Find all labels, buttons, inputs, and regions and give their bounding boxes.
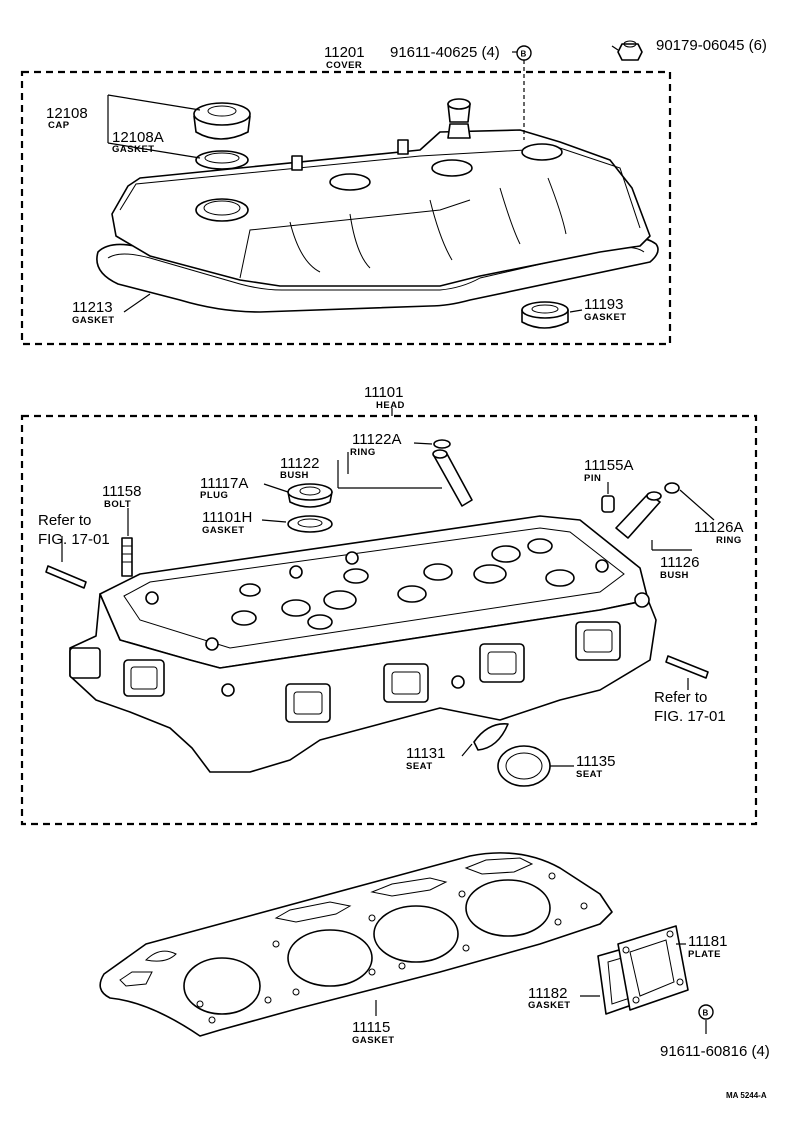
label-11193-number: 11193 [584,296,624,313]
stud-bolt [121,537,133,577]
right-stud [665,655,709,679]
label-11201-number: 11201 [324,44,365,61]
b-mark-icon: B [516,45,532,61]
label-12108-name: CAP [48,120,70,131]
label-11131-name: SEAT [406,761,433,772]
label-11155A-number: 11155A [584,457,634,474]
dowel-pin [601,495,615,513]
valve-seat-large [497,745,551,787]
label-11122A-number: 11122A [352,431,402,448]
diagram-code: MA 5244-A [726,1091,767,1100]
oil-filler-cap [193,102,251,140]
refer-right-line2: FIG. 17-01 [654,708,726,725]
label-11126-number: 11126 [660,554,700,571]
plate-bolt-icon: B [698,1004,714,1020]
cap-gasket [195,150,249,170]
label-11122-number: 11122 [280,455,320,472]
refer-left-line2: FIG. 17-01 [38,531,110,548]
label-11126-name: BUSH [660,570,689,581]
valve-seat-small [473,723,509,751]
plate-bolt-mark: B [703,1009,709,1018]
label-12108A-number: 12108A [112,129,164,146]
cylinder-head-cover [96,129,659,313]
label-11158-number: 11158 [102,483,142,500]
label-12108-number: 12108 [46,105,88,122]
label-11131-number: 11131 [406,745,446,762]
cover-group-box [20,70,672,346]
label-11117A-name: PLUG [200,490,228,501]
label-11182-number: 11182 [528,985,568,1002]
label-11126A-number: 11126A [694,519,744,536]
cylinder-head [69,515,657,773]
left-stud [45,565,87,589]
label-11115-number: 11115 [352,1019,390,1036]
head-gasket [99,852,613,1037]
label-12108A-name: GASKET [112,144,155,155]
label-11101H-name: GASKET [202,525,245,536]
label-11201-name: COVER [326,60,362,71]
refer-right-line1: Refer to [654,689,707,706]
valve-guide-ring [433,439,451,449]
label-11181-number: 11181 [688,933,728,950]
label-11155A-name: PIN [584,473,601,484]
label-11193-name: GASKET [584,312,627,323]
label-11101-name: HEAD [376,400,405,411]
label-11181-name: PLATE [688,949,721,960]
plug-gasket [287,515,333,533]
label-11101-number: 11101 [364,384,404,401]
label-91611-40625-number: 91611-40625 (4) [390,44,500,61]
head-plug [287,483,333,508]
label-90179-number: 90179-06045 (6) [656,37,767,54]
ring-11126A [664,482,680,494]
label-11135-name: SEAT [576,769,603,780]
label-11158-name: BOLT [104,499,131,510]
refer-left-line1: Refer to [38,512,91,529]
plug-hole-gasket [521,301,569,329]
bush-11126 [615,491,662,539]
label-11122A-name: RING [350,447,376,458]
label-91611-60816-number: 91611-60816 (4) [660,1043,770,1060]
label-11122-name: BUSH [280,470,309,481]
label-11117A-number: 11117A [200,475,248,492]
valve-guide-bush [432,449,473,507]
label-11182-name: GASKET [528,1000,571,1011]
label-11126A-name: RING [716,535,742,546]
cap-nut-icon [617,40,643,61]
head-group-box [20,414,758,826]
b-mark-label: B [521,50,527,59]
cover-grommet-nut [447,98,471,139]
label-11213-name: GASKET [72,315,115,326]
label-11101H-number: 11101H [202,509,252,526]
label-11213-number: 11213 [72,299,113,316]
label-11135-number: 11135 [576,753,616,770]
label-11115-name: GASKET [352,1035,395,1046]
cover-plate [617,925,689,1011]
